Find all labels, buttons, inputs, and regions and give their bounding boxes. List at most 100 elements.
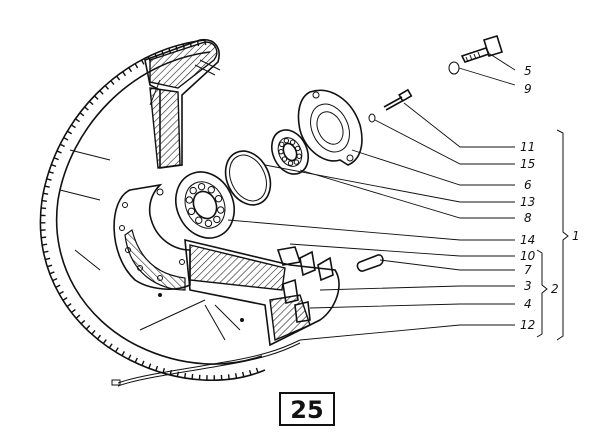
gear-tooth <box>85 325 91 330</box>
gear-tooth <box>91 329 96 335</box>
gear-tooth <box>88 100 94 106</box>
callout-10: 10 <box>520 249 536 263</box>
bearing-ball <box>204 219 213 228</box>
callout-12: 12 <box>520 318 535 332</box>
flywheel-lower-section <box>184 238 340 347</box>
gear-tooth <box>43 250 49 254</box>
gear-tooth <box>67 130 73 135</box>
bearing-cover <box>297 89 363 166</box>
snap-ring <box>224 150 272 206</box>
gear-tooth <box>148 363 152 369</box>
gear-tooth <box>114 347 119 353</box>
gear-tooth <box>47 264 53 268</box>
callout-15: 15 <box>520 157 535 171</box>
bearing-ball <box>287 160 294 166</box>
callout-14: 14 <box>520 233 535 247</box>
gear-tooth <box>121 351 126 357</box>
gear-tooth <box>51 164 57 168</box>
gear-tooth <box>62 297 68 301</box>
ball-bearing-large <box>175 171 235 239</box>
gear-tooth <box>75 118 80 123</box>
gear-tooth <box>56 150 62 154</box>
gear-tooth <box>191 373 194 380</box>
bearing-ball <box>295 145 301 152</box>
callout-3: 3 <box>524 279 532 293</box>
gear-tooth <box>140 59 145 65</box>
bearing-ball <box>185 196 193 204</box>
gear-tooth <box>46 178 52 181</box>
gear-tooth <box>96 334 102 340</box>
group-label-2: 2 <box>551 282 559 296</box>
bolt-large <box>448 35 504 75</box>
callout-11: 11 <box>520 140 535 154</box>
sensor-wire <box>111 339 301 387</box>
flywheel-hub <box>113 183 191 291</box>
bearing-ball <box>289 139 296 145</box>
gear-tooth <box>134 63 139 69</box>
leader-lines <box>227 53 516 341</box>
flywheel-ring-gear <box>39 39 266 382</box>
gear-tooth <box>55 284 61 288</box>
gear-tooth <box>227 374 230 380</box>
callout-8: 8 <box>524 211 532 225</box>
gear-tooth <box>48 171 54 174</box>
gear-tooth <box>122 71 127 77</box>
gear-tooth <box>128 67 133 73</box>
gear-tooth <box>141 360 145 366</box>
figure-number-box: 25 <box>279 392 335 426</box>
gear-tooth <box>93 95 99 100</box>
gear-tooth <box>155 365 159 372</box>
bearing-ball <box>189 186 197 195</box>
flywheel-upper-section <box>144 38 221 169</box>
gear-tooth <box>80 319 86 325</box>
dowel-pin <box>356 254 384 272</box>
gear-tooth <box>255 367 259 373</box>
bearing-ball <box>283 137 290 144</box>
callout-labels: 5 9 11 15 6 13 8 14 10 7 3 4 12 1 2 <box>520 64 580 332</box>
gear-tooth <box>241 371 245 377</box>
bearing-ball <box>207 186 215 194</box>
bearing-ball <box>187 207 196 216</box>
bearing-ball <box>278 148 284 155</box>
gear-tooth <box>44 185 50 188</box>
gear-tooth <box>99 90 104 95</box>
bearing-ball <box>296 153 302 159</box>
bearing-ball <box>279 141 285 148</box>
callout-4: 4 <box>524 297 532 311</box>
bearing-ball <box>214 194 223 203</box>
gear-tooth <box>71 308 76 314</box>
bearing-ball <box>197 182 206 191</box>
callout-6: 6 <box>524 178 532 192</box>
gear-tooth <box>84 106 89 111</box>
group-label-1: 1 <box>572 229 580 243</box>
bearing-ball <box>281 156 288 162</box>
gear-tooth <box>104 85 109 90</box>
gear-tooth <box>134 357 138 363</box>
gear-tooth <box>127 354 132 360</box>
bolt-small <box>368 88 413 123</box>
gear-tooth <box>45 257 51 261</box>
group-brace-1 <box>556 129 569 341</box>
group-brace-2 <box>536 249 548 338</box>
gear-tooth <box>52 277 58 282</box>
bearing-ball <box>293 159 300 165</box>
figure-number: 25 <box>290 396 323 424</box>
ball-bearing-small <box>270 129 310 175</box>
bearing-ball <box>213 215 221 224</box>
gear-tooth <box>42 243 48 246</box>
gear-tooth <box>41 199 47 202</box>
callout-9: 9 <box>524 82 532 96</box>
gear-tooth <box>234 373 238 379</box>
gear-tooth <box>49 271 55 275</box>
gear-tooth <box>110 80 115 86</box>
gear-tooth <box>248 369 252 376</box>
gear-tooth <box>58 290 64 295</box>
gear-tooth <box>102 339 107 344</box>
callout-7: 7 <box>524 263 532 277</box>
gear-tooth <box>63 137 69 141</box>
flywheel-disc <box>59 79 244 341</box>
gear-tooth <box>79 112 85 117</box>
callout-13: 13 <box>520 195 535 209</box>
bearing-ball <box>217 206 225 214</box>
